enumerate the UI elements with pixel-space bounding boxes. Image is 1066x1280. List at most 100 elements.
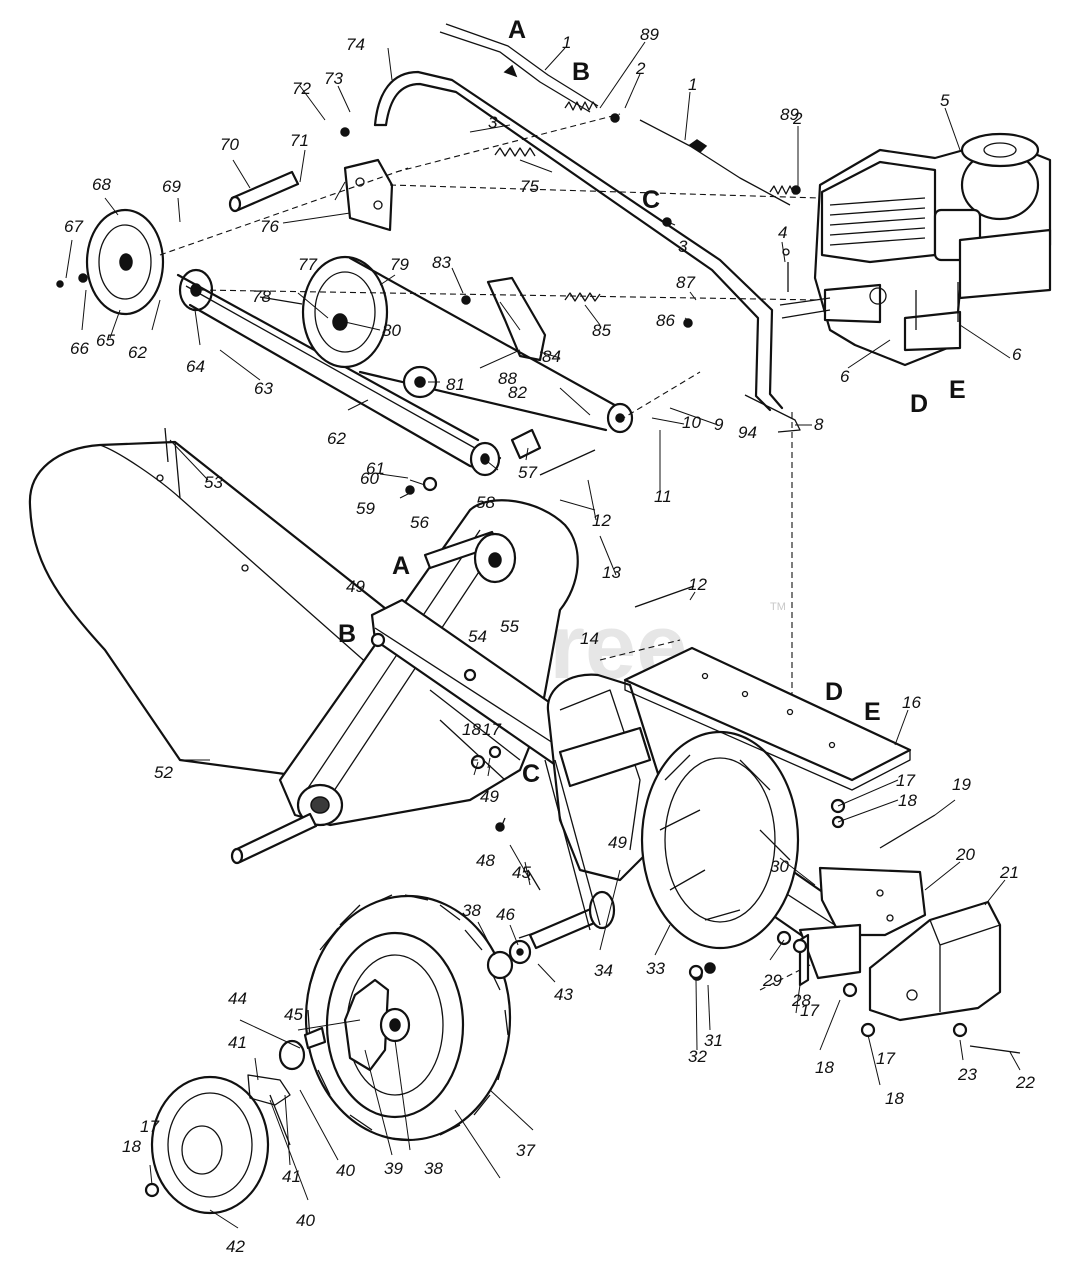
ref-letter-C: C [642,186,660,214]
springs [494,101,799,302]
handle-bar [373,70,801,433]
wheel-clip-pins [247,1026,327,1146]
part-callout: 41 [282,1167,301,1186]
part-callout: 2 [792,109,803,128]
part-callout: 80 [382,321,401,340]
part-callout: 65 [96,331,115,350]
part-callout: 64 [186,357,205,376]
upper-belt [348,256,622,432]
part-callout: 20 [955,845,975,864]
part-callout: 94 [738,423,757,442]
assembly-guide-lines [159,113,821,991]
part-callout: 23 [957,1065,977,1084]
axle-washers [486,939,532,980]
reference-letters: A B C D E A B C D E [338,16,966,788]
part-callout: 29 [762,971,782,990]
part-callout: 78 [252,287,271,306]
part-callout: 18 [885,1089,904,1108]
part-callout: 22 [1015,1073,1035,1092]
part-callout: 6 [840,367,850,386]
part-callout: 11 [654,487,672,506]
ref-letter-E: E [949,376,966,404]
ref-letter-B-lower: B [338,620,356,648]
part-callout: 59 [356,499,375,518]
part-callout: 69 [162,177,181,196]
part-callout: 83 [432,253,451,272]
part-callout: 41 [228,1033,247,1052]
part-callout: 40 [336,1161,355,1180]
part-callout: 82 [508,383,527,402]
part-callout: 17 [140,1117,159,1136]
part-callout: 16 [902,693,921,712]
part-callout: 49 [480,787,499,806]
part-callout: 77 [298,255,317,274]
part-callout: 54 [468,627,487,646]
part-callout: 88 [498,369,517,388]
part-callout: 81 [446,375,465,394]
part-callout: 18 [462,720,481,739]
ref-letter-D-lower: D [825,678,843,706]
part-callout: 12 [688,575,707,594]
part-callout: 84 [542,347,561,366]
hub-cap [150,1075,270,1215]
part-callout: 85 [592,321,611,340]
part-callout: 6 [1012,345,1022,364]
part-callout: 49 [346,577,365,596]
part-callout: 45 [512,863,531,882]
part-callout: 48 [476,851,495,870]
part-callout: 14 [580,629,599,648]
lower-pulley [469,441,501,477]
shaft-pin [228,170,300,213]
part-callout: 66 [70,339,89,358]
ref-letter-A: A [508,16,526,44]
part-callout: 42 [226,1237,245,1256]
part-callout: 38 [462,901,481,920]
part-callout: 49 [608,833,627,852]
part-callout: 63 [254,379,273,398]
part-callout: 18 [815,1058,834,1077]
part-callout: 4 [778,223,787,242]
part-callout: 53 [204,473,223,492]
part-callout: 45 [284,1005,303,1024]
part-callout: 39 [384,1159,403,1178]
part-callout: 31 [704,1031,723,1050]
part-callout: 33 [646,959,665,978]
part-callout: 19 [952,775,971,794]
engine-pulley [85,208,165,316]
part-callout: 57 [518,463,537,482]
part-callout: 12 [592,511,611,530]
wheel-tire [304,894,512,1142]
part-callout: 30 [770,857,789,876]
part-callout: 43 [554,985,573,1004]
leader-lines [65,41,1021,1229]
part-callout: 76 [260,217,279,236]
control-cables [439,23,791,206]
ref-letter-D: D [910,390,928,418]
tine-assembly [640,730,800,950]
ref-letter-A-lower: A [392,552,410,580]
part-callout: 86 [656,311,675,330]
part-callout: 70 [220,135,239,154]
part-callout: 3 [488,113,498,132]
part-callout: 13 [602,563,621,582]
part-callout: 18 [122,1137,141,1156]
transmission-housing [546,673,662,882]
part-callout: 46 [496,905,515,924]
ref-letter-C-lower: C [522,760,540,788]
part-callout: 58 [476,493,495,512]
input-shaft [423,530,517,584]
part-callout: 79 [390,255,409,274]
part-callout: 73 [324,69,343,88]
part-callout: 40 [296,1211,315,1230]
part-callout: 2 [635,59,646,78]
part-callout: 87 [676,273,695,292]
part-callout: 32 [688,1047,707,1066]
part-callout: 10 [682,413,701,432]
part-callout: 34 [594,961,613,980]
part-callout: 17 [876,1049,895,1068]
part-callout: 37 [516,1141,535,1160]
part-callout: 89 [640,25,659,44]
part-callouts: 1 1 2 2 3 3 4 5 6 6 8 9 10 11 12 12 13 1… [64,25,1035,1256]
engine [779,132,1052,367]
ref-letter-E-lower: E [864,698,881,726]
